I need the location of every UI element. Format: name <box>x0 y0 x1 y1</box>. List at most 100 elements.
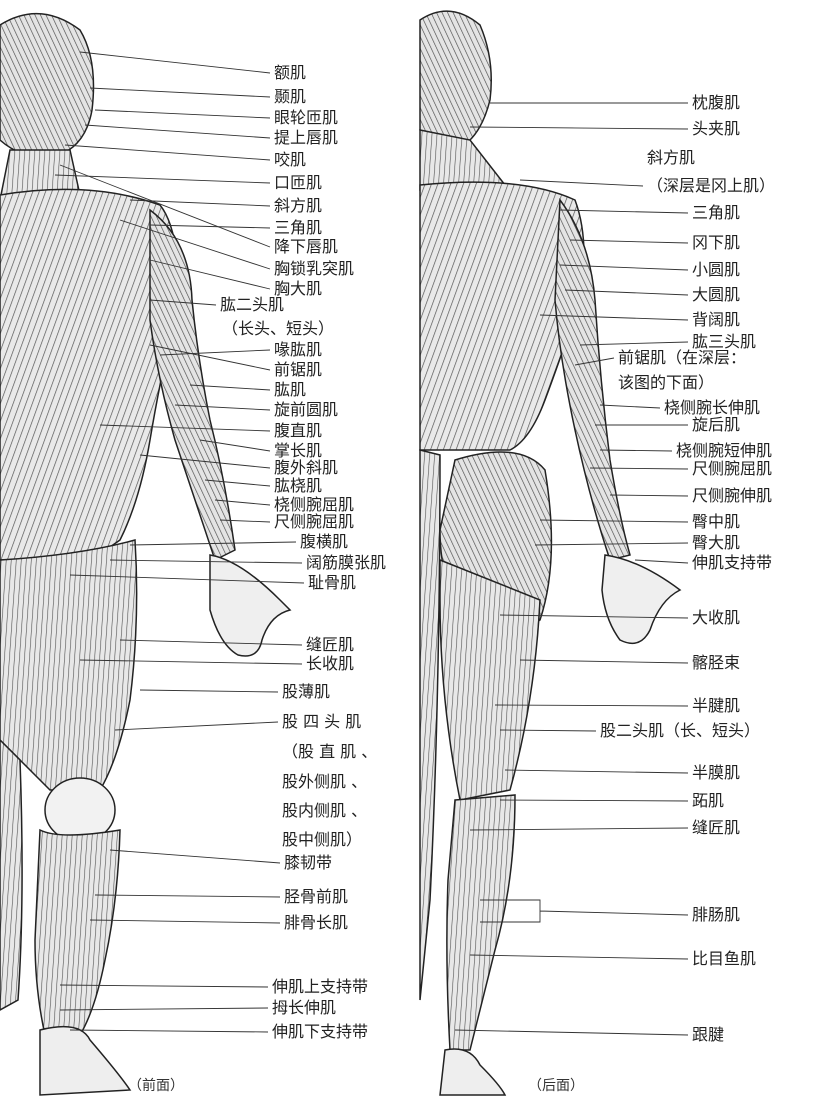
back-label: 尺侧腕伸肌 <box>692 487 772 505</box>
back-head <box>420 11 491 150</box>
front-label: 肱二头肌 <box>220 296 284 314</box>
back-lower-leg <box>447 795 515 1050</box>
front-label: 股薄肌 <box>282 683 330 701</box>
front-label: 膝韧带 <box>284 854 332 872</box>
front-label: （股 直 肌 、 <box>282 743 377 761</box>
front-leader-line <box>70 1030 268 1032</box>
front-lower-leg <box>35 830 120 1035</box>
front-label: 前锯肌 <box>274 361 322 379</box>
front-label: 拇长伸肌 <box>272 999 336 1017</box>
back-leader-line <box>470 955 688 959</box>
back-leader-line <box>570 240 688 243</box>
back-leader-line <box>635 560 688 563</box>
back-label: 比目鱼肌 <box>692 950 756 968</box>
front-label: 降下唇肌 <box>274 238 338 256</box>
front-label: 胫骨前肌 <box>284 888 348 906</box>
back-label: 伸肌支持带 <box>692 554 772 572</box>
back-label: 半腱肌 <box>692 697 740 715</box>
front-label: 旋前圆肌 <box>274 401 338 419</box>
back-leader-line <box>600 405 660 408</box>
front-label: （长头、短头） <box>222 320 334 338</box>
back-label: 大圆肌 <box>692 286 740 304</box>
front-label: 腹直肌 <box>274 422 322 440</box>
front-label: 股中侧肌） <box>282 831 362 849</box>
front-label: 伸肌上支持带 <box>272 978 368 996</box>
back-label: 尺侧腕屈肌 <box>692 460 772 478</box>
front-label: 颞肌 <box>274 88 306 106</box>
front-label: 额肌 <box>274 64 306 82</box>
back-label: 旋后肌 <box>692 416 740 434</box>
front-label: 阔筋膜张肌 <box>306 554 386 572</box>
front-label: 口匝肌 <box>274 174 322 192</box>
back-label: （深层是冈上肌） <box>647 177 775 195</box>
front-label: 伸肌下支持带 <box>272 1023 368 1041</box>
front-leader-line <box>110 850 280 863</box>
front-label: 缝匠肌 <box>306 636 354 654</box>
back-label: 臀中肌 <box>692 513 740 531</box>
front-caption: （前面） <box>128 1075 184 1095</box>
front-leader-line <box>95 895 280 897</box>
front-label: 肱桡肌 <box>274 477 322 495</box>
back-leader-line <box>470 127 688 129</box>
back-label: 前锯肌（在深层： <box>618 349 746 367</box>
front-label: 腹横肌 <box>300 533 348 551</box>
back-foot <box>440 1049 505 1095</box>
back-label: 枕腹肌 <box>692 94 740 112</box>
back-label: 头夹肌 <box>692 120 740 138</box>
front-label: 眼轮匝肌 <box>274 109 338 127</box>
back-neck <box>420 130 505 190</box>
back-caption: （后面） <box>528 1075 584 1095</box>
back-leader-line <box>520 180 643 186</box>
front-thigh <box>0 540 137 790</box>
back-label: 缝匠肌 <box>692 819 740 837</box>
front-leader-line <box>65 145 270 160</box>
front-label: 斜方肌 <box>274 197 322 215</box>
front-hand <box>210 555 290 656</box>
back-label: 桡侧腕短伸肌 <box>676 442 772 460</box>
back-label: 该图的下面） <box>618 374 714 392</box>
front-foot <box>40 1027 130 1095</box>
front-leader-line <box>55 175 270 183</box>
back-leader-line <box>500 800 688 801</box>
back-label: 冈下肌 <box>692 234 740 252</box>
front-head <box>0 14 94 158</box>
front-figure <box>0 14 290 1095</box>
back-left-leg <box>420 450 440 1000</box>
back-leader-line <box>610 495 688 496</box>
front-label: 耻骨肌 <box>308 574 356 592</box>
front-leader-line <box>140 690 278 692</box>
back-leader-line <box>600 450 672 451</box>
front-label: 尺侧腕屈肌 <box>274 513 354 531</box>
back-label: 大收肌 <box>692 609 740 627</box>
back-label: 髂胫束 <box>692 654 740 672</box>
back-leader-line <box>455 1030 688 1035</box>
back-figure <box>420 11 680 1095</box>
leader-lines <box>55 52 688 1035</box>
front-label: 股外侧肌 、 <box>282 773 367 791</box>
back-leader-line <box>520 660 688 663</box>
front-leader-line <box>120 640 302 645</box>
gastrocnemius-bracket <box>480 900 688 922</box>
back-label: 三角肌 <box>692 204 740 222</box>
back-label: 半膜肌 <box>692 764 740 782</box>
front-label: 咬肌 <box>274 151 306 169</box>
front-label: 三角肌 <box>274 219 322 237</box>
front-leader-line <box>90 920 280 923</box>
front-leader-line <box>110 560 302 563</box>
front-leader-line <box>80 52 270 73</box>
front-label: 长收肌 <box>306 655 354 673</box>
back-leader-line <box>505 770 688 773</box>
front-label: 腓骨长肌 <box>284 914 348 932</box>
back-hand <box>602 555 680 643</box>
front-leader-line <box>95 110 270 118</box>
front-label: 肱肌 <box>274 381 306 399</box>
back-thigh <box>440 560 540 800</box>
back-label: 跟腱 <box>692 1026 724 1044</box>
front-leader-line <box>90 88 270 97</box>
front-label: 股内侧肌 、 <box>282 802 367 820</box>
back-label: 股二头肌（长、短头） <box>600 722 760 740</box>
front-label: 腹外斜肌 <box>274 459 338 477</box>
back-label: 背阔肌 <box>692 311 740 329</box>
back-label: 跖肌 <box>692 792 724 810</box>
